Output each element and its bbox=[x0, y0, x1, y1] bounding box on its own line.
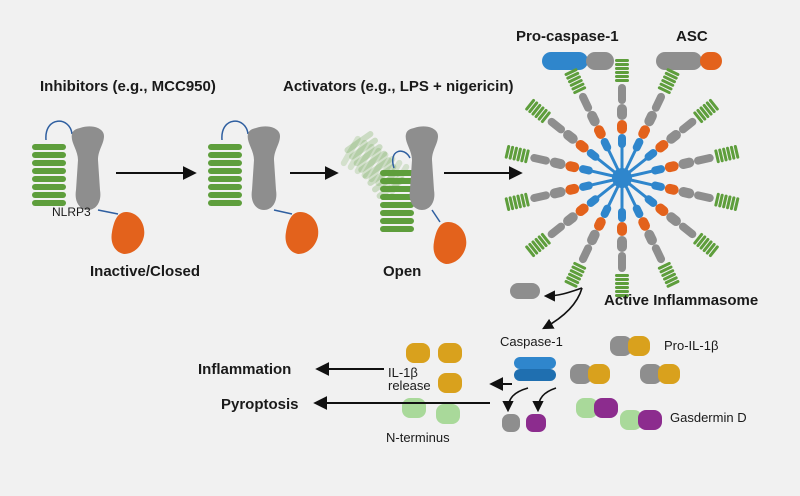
activators-label: Activators (e.g., LPS + nigericin) bbox=[283, 78, 513, 95]
inflammasome-spoke bbox=[615, 177, 682, 290]
inflammasome-spoke bbox=[615, 66, 682, 179]
nlrp3-closed-2 bbox=[208, 120, 319, 254]
pro-caspase-1-molecule bbox=[542, 52, 614, 70]
gasdermin-d-molecules bbox=[576, 398, 662, 430]
pro-il-1b-label: Pro-IL-1β bbox=[664, 338, 718, 353]
caspase-1-label: Caspase-1 bbox=[500, 334, 563, 349]
arrow-release-fragment bbox=[543, 287, 583, 302]
release-label: release bbox=[388, 378, 431, 393]
inflammasome-spoke bbox=[502, 143, 622, 186]
inflammation-label: Inflammation bbox=[198, 361, 291, 378]
arrow-cleave-1 bbox=[502, 387, 529, 413]
arrow-to-caspase bbox=[542, 287, 583, 330]
nlrp3-label: NLRP3 bbox=[52, 205, 91, 219]
released-fragment bbox=[510, 283, 540, 299]
n-terminus-label: N-terminus bbox=[386, 430, 450, 445]
caspase-1-molecule bbox=[514, 357, 556, 381]
active-inflammasome bbox=[502, 57, 742, 299]
il-1b-released bbox=[406, 343, 462, 393]
inactive-closed-label: Inactive/Closed bbox=[90, 263, 200, 280]
inflammasome-spoke bbox=[562, 177, 629, 290]
arrow-cleave-2 bbox=[532, 387, 557, 413]
n-terminus-fragments bbox=[402, 398, 460, 424]
inflammasome-spoke bbox=[622, 143, 742, 186]
inflammasome-spoke bbox=[562, 66, 629, 179]
nlrp3-closed-1 bbox=[32, 120, 145, 254]
inflammasome-spoke bbox=[502, 170, 622, 213]
gasdermin-d-label: Gasdermin D bbox=[670, 410, 747, 425]
asc-molecule bbox=[656, 52, 722, 70]
open-label: Open bbox=[383, 263, 421, 280]
nlrp3-open bbox=[339, 126, 467, 264]
cleaved-il-remnant bbox=[502, 414, 520, 432]
inflammasome-spoke bbox=[622, 170, 742, 213]
pyroptosis-label: Pyroptosis bbox=[221, 396, 299, 413]
active-inflammasome-label: Active Inflammasome bbox=[604, 292, 758, 309]
pro-il-1b-molecules bbox=[570, 336, 680, 384]
inflammasome-spoke bbox=[613, 180, 631, 299]
il-1b-label: IL-1β bbox=[388, 365, 418, 380]
pro-caspase-label: Pro-caspase-1 bbox=[516, 28, 619, 45]
asc-label: ASC bbox=[676, 28, 708, 45]
inflammasome-spoke bbox=[613, 57, 631, 176]
cleaved-gasdermin-remnant bbox=[526, 414, 546, 432]
inhibitors-label: Inhibitors (e.g., MCC950) bbox=[40, 78, 216, 95]
